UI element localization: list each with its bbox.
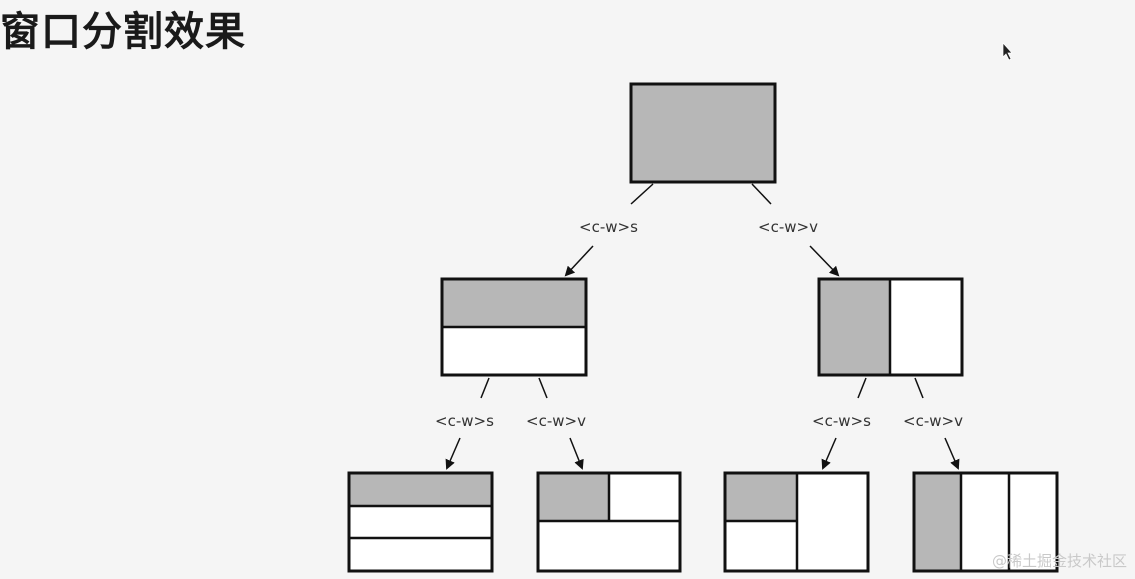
page-title: 窗口分割效果 — [0, 9, 246, 55]
vsplit-left-active-pane — [819, 279, 890, 375]
window-hsplit-vsplit — [536, 471, 682, 573]
hh-top-active-pane — [349, 473, 492, 506]
window-hsplit — [440, 277, 588, 377]
arrow-hsplit-right — [569, 437, 584, 470]
watermark: @稀土掘金技术社区 — [991, 552, 1127, 570]
hv-bottom-pane — [538, 521, 680, 571]
arrow-vsplit-right — [944, 437, 960, 470]
connector-vsplit-right — [914, 377, 924, 399]
arrow-root-right — [809, 245, 840, 277]
vh-right-pane — [797, 473, 868, 571]
connector-hsplit-right — [538, 377, 548, 399]
hsplit-bottom-pane — [442, 327, 586, 375]
window-hsplit-hsplit — [347, 471, 494, 573]
connector-hsplit-left — [480, 377, 490, 399]
hv-top-left-active-pane — [538, 473, 609, 521]
window-vsplit-vsplit — [912, 471, 1059, 573]
vv-left-active-pane — [914, 473, 961, 571]
label-hsplit-split: <c-w>s — [435, 412, 494, 430]
label-root-split: <c-w>s — [579, 218, 638, 236]
vsplit-right-pane — [890, 279, 962, 375]
vh-left-top-active-pane — [725, 473, 797, 521]
connector-root-left — [630, 183, 654, 205]
connector-root-right — [751, 183, 772, 205]
label-vsplit-vsplit: <c-w>v — [903, 412, 963, 430]
label-root-vsplit: <c-w>v — [758, 218, 818, 236]
label-hsplit-vsplit: <c-w>v — [526, 412, 586, 430]
vh-left-bottom-pane — [725, 521, 797, 571]
hh-bottom-pane — [349, 538, 492, 571]
mouse-cursor-icon — [1002, 42, 1013, 61]
label-vsplit-split: <c-w>s — [812, 412, 871, 430]
hv-top-right-pane — [609, 473, 680, 521]
window-vsplit — [817, 277, 964, 377]
hsplit-top-active-pane — [442, 279, 586, 327]
window-vsplit-hsplit — [723, 471, 870, 573]
hh-frame — [347, 471, 494, 573]
root-active-pane — [629, 82, 777, 184]
arrow-hsplit-left — [445, 437, 461, 470]
connector-vsplit-left — [857, 377, 867, 399]
arrow-root-left — [564, 245, 594, 277]
arrow-vsplit-left — [821, 437, 837, 470]
vv-frame — [912, 471, 1059, 573]
vv-right-pane — [1009, 473, 1057, 571]
hh-middle-pane — [349, 506, 492, 538]
root-window — [629, 82, 777, 184]
vv-middle-pane — [961, 473, 1009, 571]
